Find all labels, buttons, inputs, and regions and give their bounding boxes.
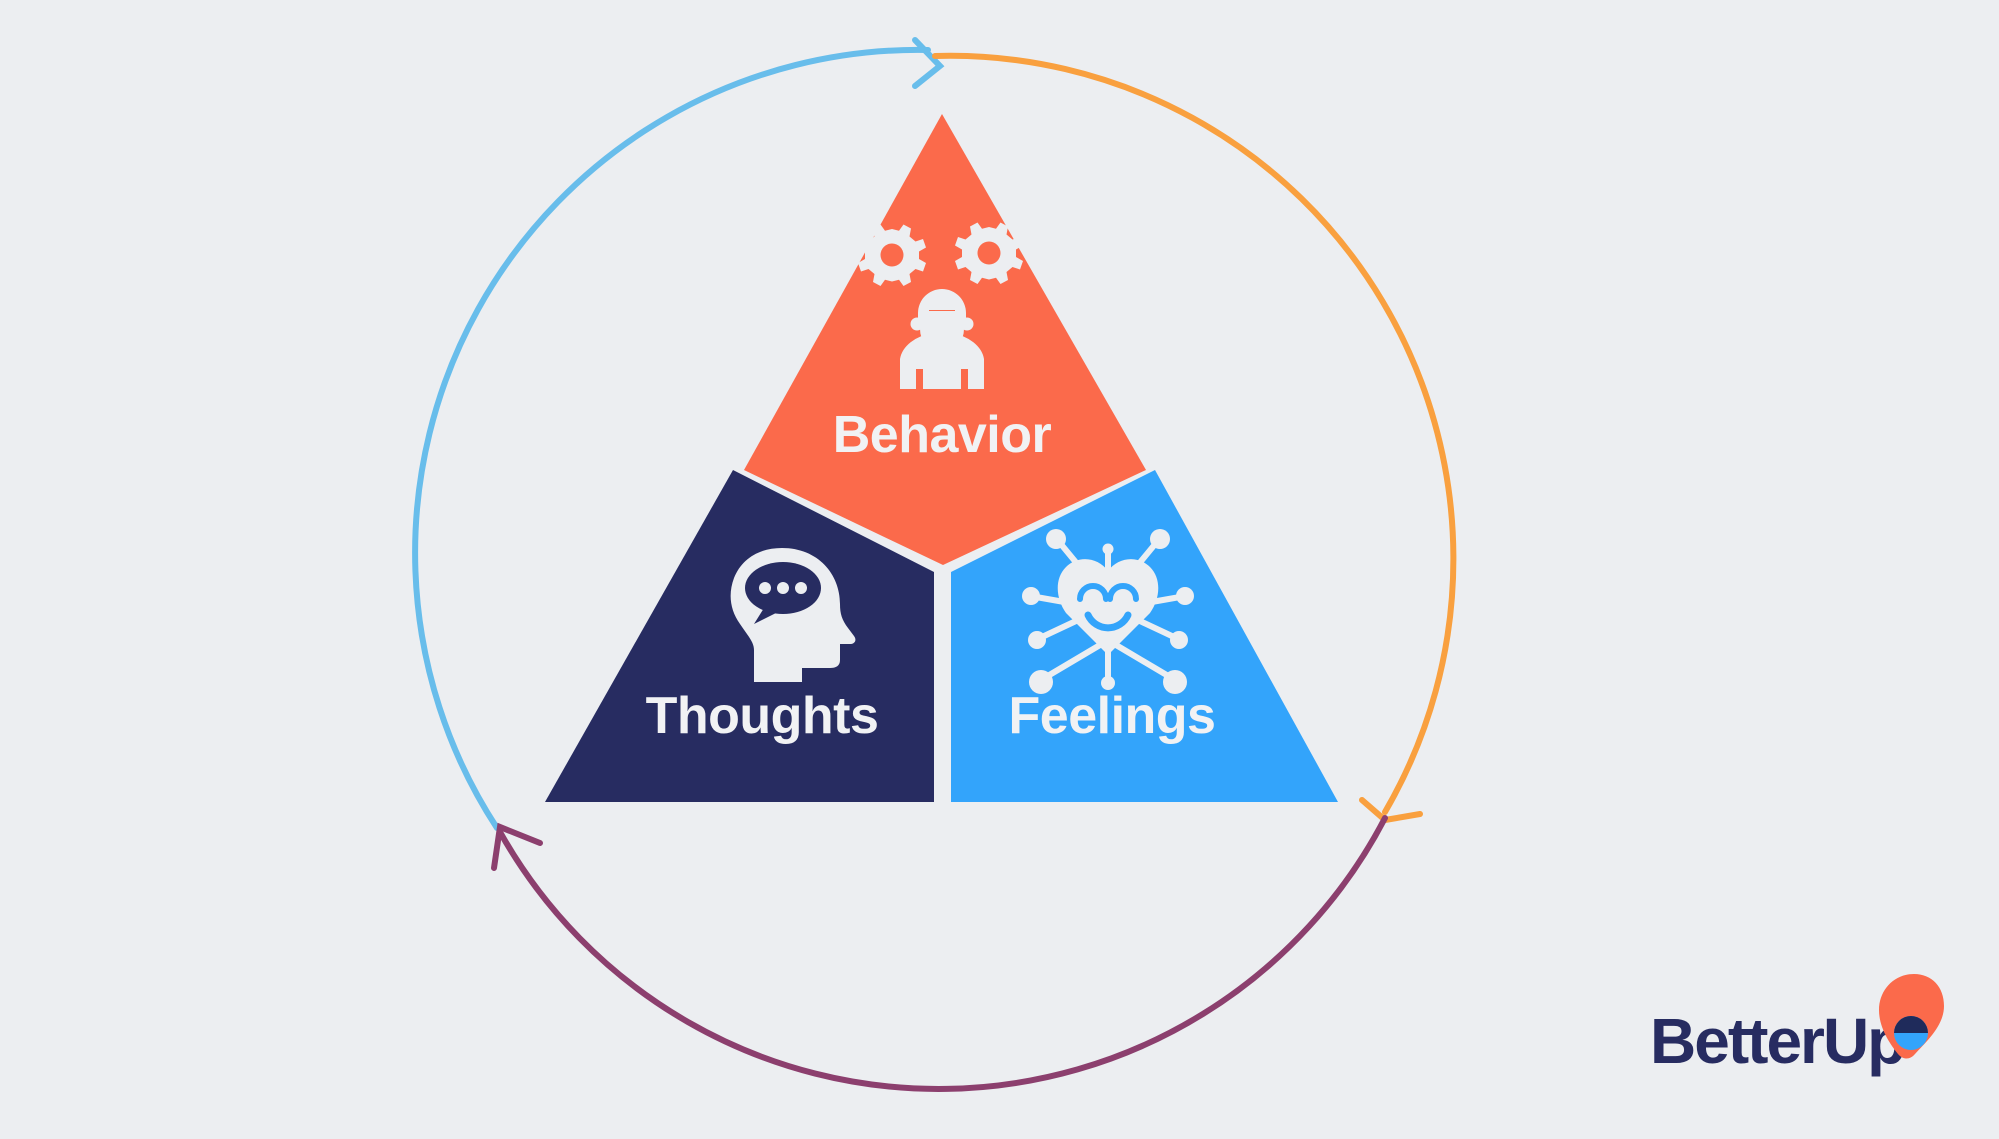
arrowhead-bottom-left-icon bbox=[491, 822, 543, 871]
arrowhead-top-icon bbox=[912, 37, 945, 89]
segment-behavior[interactable]: Behavior bbox=[744, 114, 1146, 565]
betterup-wordmark: BetterUp bbox=[1650, 1005, 1904, 1077]
segment-feelings[interactable]: Feelings bbox=[951, 470, 1338, 802]
betterup-logo[interactable]: BetterUp bbox=[1650, 974, 1944, 1077]
betterup-mark-icon bbox=[1879, 974, 1944, 1059]
segment-thoughts-shape[interactable] bbox=[545, 470, 934, 802]
segment-behavior-label: Behavior bbox=[833, 406, 1052, 464]
arc-behavior-to-feelings bbox=[932, 52, 1457, 815]
segment-feelings-shape[interactable] bbox=[951, 470, 1338, 802]
segment-thoughts-label: Thoughts bbox=[646, 687, 879, 745]
arc-thoughts-to-behavior bbox=[412, 46, 931, 831]
feedback-loop-arcs bbox=[412, 37, 1457, 1092]
arc-feelings-to-thoughts bbox=[497, 815, 1388, 1092]
segment-feelings-label: Feelings bbox=[1009, 687, 1216, 745]
segment-thoughts[interactable]: Thoughts bbox=[545, 470, 934, 802]
